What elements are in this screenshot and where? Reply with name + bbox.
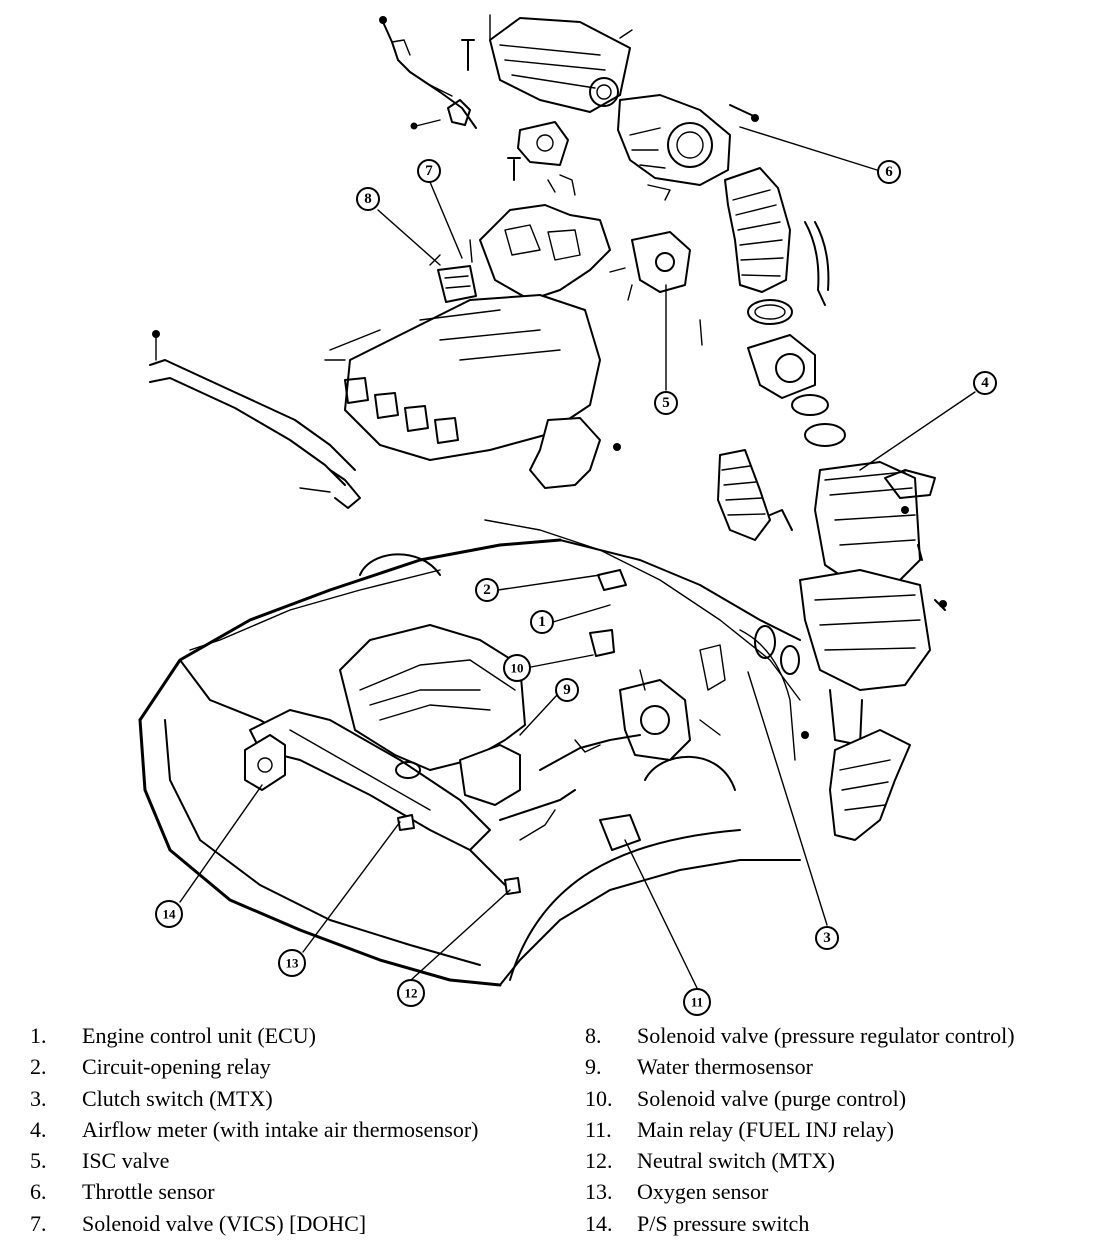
legend-number: 13. [585,1179,613,1205]
legend-item: 8. Solenoid valve (pressure regulator co… [585,1020,1120,1051]
legend-label: Solenoid valve (pressure regulator contr… [637,1023,1015,1048]
legend-number: 4. [30,1116,47,1142]
callout-7-label: 7 [425,163,433,179]
manifold-bracket [529,417,621,489]
legend-label: Clutch switch (MTX) [82,1085,273,1111]
callout-13-label: 13 [286,956,300,971]
legend-label: Water thermosensor [637,1054,813,1080]
intake-plenum [489,14,633,113]
callout-2: 2 [475,578,499,602]
legend-label: Solenoid valve (purge control) [637,1085,907,1111]
callout-10-label: 10 [511,661,524,676]
callout-14-label: 14 [163,907,177,922]
callout-4: 4 [973,371,997,395]
legend-label: P/S pressure switch [637,1210,810,1236]
diagram-drawing: 1 2 3 4 5 6 7 8 9 10 11 12 [138,14,997,1016]
legend-item: 1. Engine control unit (ECU) [30,1020,590,1051]
callout-1-label: 1 [538,614,546,630]
legend-number: 5. [30,1148,47,1174]
legend-item: 11. Main relay (FUEL INJ relay) [585,1114,1120,1145]
callout-9-label: 9 [563,682,571,698]
callout-2-label: 2 [483,582,491,598]
legend-label: Oxygen sensor [637,1179,769,1205]
callout-11: 11 [683,988,711,1016]
callout-10: 10 [503,654,531,682]
callout-12-label: 12 [405,986,418,1001]
legend-item: 10. Solenoid valve (purge control) [585,1083,1120,1114]
legend-label: Solenoid valve (VICS) [DOHC] [82,1210,367,1236]
legend-item: 2. Circuit-opening relay [30,1051,590,1082]
legend-item: 13. Oxygen sensor [585,1176,1120,1207]
ps-pipe [149,330,361,509]
isc-valve-upper [517,121,576,196]
callout-9: 9 [555,678,579,702]
callout-12: 12 [397,979,425,1007]
air-cleaner-duct-lower [801,689,911,841]
legend-item: 4. Airflow meter (with intake air thermo… [30,1114,590,1145]
legend-column-right: 8. Solenoid valve (pressure regulator co… [585,1020,1120,1239]
callout-11-label: 11 [691,995,703,1010]
legend-label: Neutral switch (MTX) [637,1148,835,1174]
air-duct-connector [747,334,816,399]
legend-label: ISC valve [82,1148,170,1174]
legend-number: 7. [30,1210,47,1236]
clamp-rings [747,299,846,447]
legend-number: 2. [30,1054,47,1080]
legend-label: Circuit-opening relay [82,1054,271,1080]
legend-number: 9. [585,1054,602,1080]
legend-item: 3. Clutch switch (MTX) [30,1083,590,1114]
resonator-hose [717,449,793,541]
legend-item: 7. Solenoid valve (VICS) [DOHC] [30,1208,590,1239]
legend-number: 1. [30,1023,47,1048]
intake-manifold-gasket [479,204,611,301]
callout-7: 7 [417,159,441,183]
legend-number: 11. [585,1116,612,1142]
legend-item: 14. P/S pressure switch [585,1208,1120,1239]
legend-number: 14. [585,1210,613,1236]
legend-number: 12. [585,1148,613,1174]
engine-block [339,624,721,806]
leader-lines [179,126,976,989]
callout-14: 14 [155,900,183,928]
component-legend: 1. Engine control unit (ECU) 2. Circuit-… [0,1020,1120,1252]
callout-8-label: 8 [364,191,372,207]
legend-item: 5. ISC valve [30,1145,590,1176]
callout-3-label: 3 [823,930,831,946]
legend-item: 6. Throttle sensor [30,1176,590,1207]
callout-5-label: 5 [662,395,670,411]
legend-label: Throttle sensor [82,1179,215,1205]
legend-number: 10. [585,1085,613,1111]
solenoid-valves-upper [429,239,477,303]
callout-6-label: 6 [885,164,893,180]
lower-intake-manifold [324,294,601,461]
callout-8: 8 [356,187,380,211]
harness-and-sensors [395,569,726,895]
radiator-support [244,709,491,851]
wire-harness-bracket [379,16,477,130]
airflow-meter-assembly [799,461,947,691]
callout-1: 1 [530,610,554,634]
callout-3: 3 [815,926,839,950]
callout-13: 13 [278,949,306,977]
legend-item: 9. Water thermosensor [585,1051,1120,1082]
callout-6: 6 [877,160,901,184]
legend-label: Main relay (FUEL INJ relay) [637,1116,894,1142]
legend-label: Engine control unit (ECU) [82,1023,317,1048]
legend-column-left: 1. Engine control unit (ECU) 2. Circuit-… [30,1020,590,1239]
legend-label: Airflow meter (with intake air thermosen… [82,1116,479,1142]
legend-number: 3. [30,1085,47,1111]
isc-valve-bracket [609,231,703,346]
callout-4-label: 4 [981,375,989,391]
intake-hose [724,167,830,306]
bolt-group-upper [461,39,759,181]
throttle-body [617,94,731,201]
legend-item: 12. Neutral switch (MTX) [585,1145,1120,1176]
legend-number: 6. [30,1179,47,1205]
callout-5: 5 [654,391,678,415]
legend-number: 8. [585,1023,602,1048]
